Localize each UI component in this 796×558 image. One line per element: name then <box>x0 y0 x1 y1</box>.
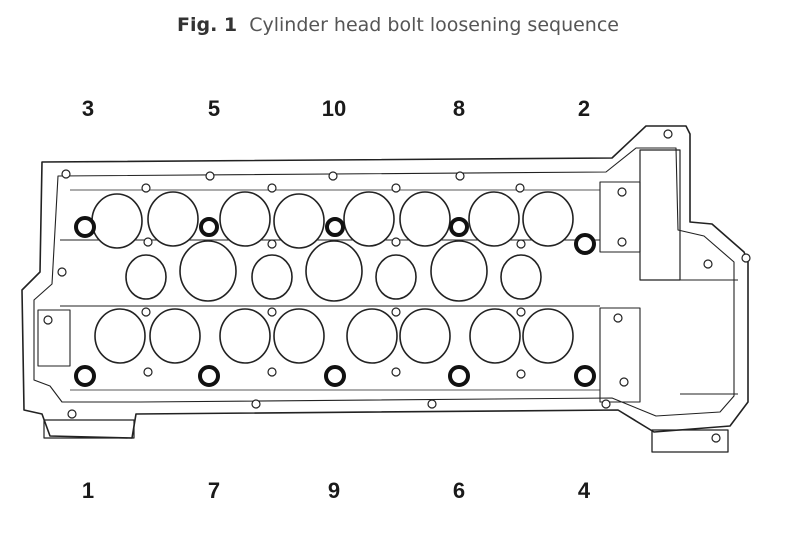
right-foot <box>651 429 729 453</box>
bolt-2 <box>574 233 596 255</box>
left-end-pad <box>37 309 71 367</box>
right-end-pad-top <box>599 181 641 253</box>
bolt-number-top-5: 2 <box>577 96 591 121</box>
bolt-number-top-3: 10 <box>321 96 347 121</box>
upper-valve-row <box>91 191 574 249</box>
head-bolts-upper <box>74 216 596 255</box>
bolt-number-bottom-3: 9 <box>327 478 341 503</box>
bolt-number-bottom-2: 7 <box>207 478 221 503</box>
bolt-6 <box>448 365 470 387</box>
bolt-number-top-2: 5 <box>207 96 221 121</box>
small-holes <box>43 129 751 443</box>
bolt-number-top-4: 8 <box>452 96 466 121</box>
bolt-4 <box>574 365 596 387</box>
bolt-5 <box>199 217 219 237</box>
right-block-link <box>680 279 738 395</box>
head-bolts-lower <box>74 365 596 387</box>
head-inner-outline <box>33 147 735 417</box>
bolt-9 <box>324 365 346 387</box>
head-outline <box>21 125 749 439</box>
bolt-number-bottom-1: 1 <box>81 478 95 503</box>
middle-bore-row <box>125 240 542 302</box>
lower-valve-row <box>94 308 574 364</box>
right-block <box>639 149 681 281</box>
figure-label: Fig. 1 <box>177 14 238 36</box>
bolt-8 <box>449 217 469 237</box>
bolt-number-bottom-4: 6 <box>452 478 466 503</box>
bolt-10 <box>325 217 345 237</box>
figure-caption: Fig. 1 Cylinder head bolt loosening sequ… <box>0 14 796 36</box>
bolt-7 <box>198 365 220 387</box>
bolt-number-top-1: 3 <box>81 96 95 121</box>
bolt-1 <box>74 365 96 387</box>
left-ledge <box>43 419 135 439</box>
right-end-pad-bottom <box>599 307 641 403</box>
bolt-3 <box>74 216 96 238</box>
figure-title: Cylinder head bolt loosening sequence <box>249 14 619 36</box>
bolt-number-bottom-5: 4 <box>577 478 591 503</box>
